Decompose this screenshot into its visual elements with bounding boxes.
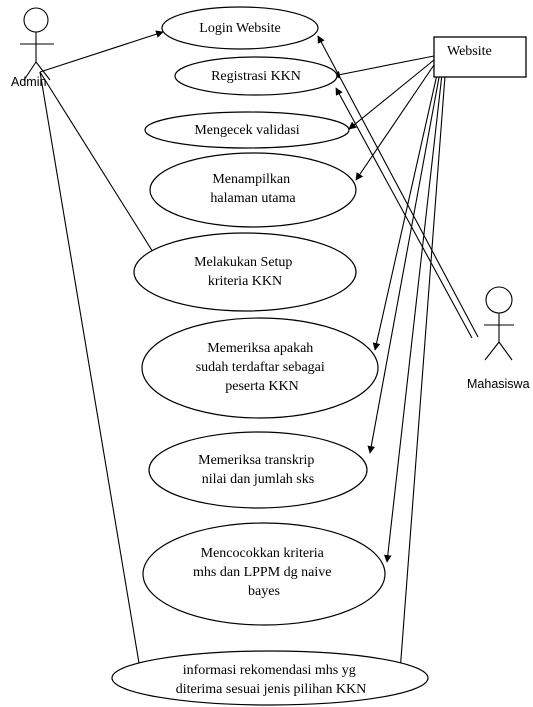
svg-text:Memeriksa transkrip nila: Memeriksa transkrip nilai dan jumlah sks: [198, 453, 318, 487]
website-label: Website: [447, 44, 492, 59]
svg-text:Menampilkan halaman utam: Menampilkan halaman utama: [210, 172, 296, 206]
admin-figure-icon: [20, 7, 54, 81]
use-case-terdaftar-line-1: Memeriksa apakah: [207, 341, 313, 356]
admin-to-setup-line: [39, 71, 164, 269]
mahasiswa-label: Mahasiswa: [467, 377, 530, 391]
use-case-naive-line-1: Mencocokkan kriteria: [201, 546, 325, 561]
website-actor: Website: [433, 36, 527, 78]
use-case-halaman-line-2: halaman utama: [210, 191, 296, 206]
admin-to-rekomendasi-line: [39, 71, 145, 682]
use-case-login-line-1: Login Website: [199, 21, 280, 36]
website-to-rekomendasi-line: [396, 75, 446, 673]
svg-text:Melakukan Setup kriteria: Melakukan Setup kriteria KKN: [194, 255, 296, 289]
use-case-transkrip: Memeriksa transkrip nilai dan jumlah sks: [148, 431, 368, 509]
use-case-transkrip-line-1: Memeriksa transkrip: [198, 453, 314, 468]
use-case-halaman: Menampilkan halaman utama: [149, 152, 357, 228]
svg-text:Mengecek validasi: Mengecek validasi: [194, 123, 299, 138]
use-case-login: Login Website: [161, 6, 319, 50]
use-case-halaman-line-1: Menampilkan: [212, 172, 290, 187]
use-case-rekomendasi: informasi rekomendasi mhs yg diterima se…: [111, 650, 429, 706]
use-case-registrasi-line-1: Registrasi KKN: [211, 69, 301, 84]
website-to-halaman-line: [355, 61, 437, 181]
website-to-transkrip-line: [367, 71, 441, 454]
use-case-setup: Melakukan Setup kriteria KKN: [133, 232, 357, 312]
svg-text:Mencocokkan kriteria mhs: Mencocokkan kriteria mhs dan LPPM dg nai…: [193, 546, 335, 599]
use-case-setup-line-1: Melakukan Setup: [194, 255, 292, 270]
use-case-rekomendasi-line-2: diterima sesuai jenis pilihan KKN: [176, 682, 367, 697]
use-case-rekomendasi-line-1: informasi rekomendasi mhs yg: [183, 663, 356, 678]
website-to-validasi-line: [348, 59, 435, 130]
admin-to-login-line: [39, 30, 164, 73]
use-case-registrasi: Registrasi KKN: [174, 56, 338, 96]
website-to-naive-line: [383, 73, 443, 563]
use-case-validasi-line-1: Mengecek validasi: [194, 123, 299, 138]
website-to-registrasi-line: [332, 55, 435, 79]
admin-actor: Admin: [11, 7, 54, 89]
mahasiswa-actor: Mahasiswa: [467, 286, 530, 391]
use-case-naive-line-2: mhs dan LPPM dg naive: [193, 565, 331, 580]
svg-text:informasi rekomendasi mhs yg: informasi rekomendasi mhs yg diterima se…: [176, 663, 367, 697]
svg-text:Login Website: Login Website: [199, 21, 280, 36]
website-to-terdaftar-line: [372, 69, 439, 351]
mahasiswa-to-registrasi-line: [335, 87, 473, 339]
mahasiswa-to-login-line: [317, 35, 479, 338]
use-case-naive-line-3: bayes: [248, 584, 280, 599]
use-case-transkrip-line-2: nilai dan jumlah sks: [202, 472, 314, 487]
use-case-terdaftar-line-3: peserta KKN: [225, 379, 298, 394]
mahasiswa-associations: [317, 35, 479, 339]
svg-text:Registrasi KKN: Registrasi KKN: [211, 69, 301, 84]
mahasiswa-figure-icon: [484, 286, 514, 361]
use-case-terdaftar: Memeriksa apakah sudah terdaftar sebagai…: [141, 317, 379, 419]
use-case-setup-line-2: kriteria KKN: [208, 274, 282, 289]
use-case-terdaftar-line-2: sudah terdaftar sebagai: [196, 360, 325, 375]
admin-label: Admin: [11, 75, 46, 89]
website-associations: [332, 55, 446, 673]
svg-text:Memeriksa apakah sudah t: Memeriksa apakah sudah terdaftar sebagai…: [196, 341, 329, 394]
admin-associations: [39, 30, 164, 682]
use-case-validasi: Mengecek validasi: [144, 111, 350, 149]
use-case-naive: Mencocokkan kriteria mhs dan LPPM dg nai…: [142, 522, 386, 626]
